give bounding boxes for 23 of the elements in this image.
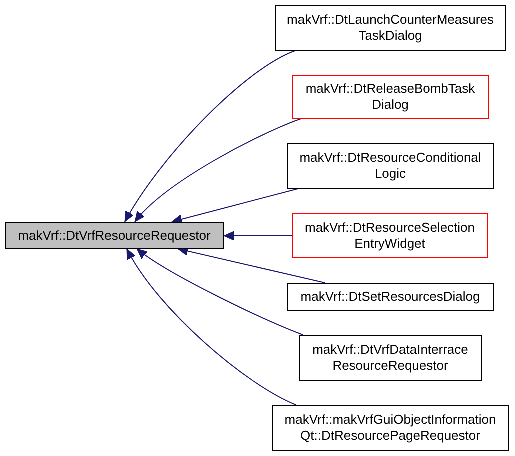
inheritance-arrow (178, 246, 326, 284)
class-name: makVrf::DtResourceConditional Logic (300, 150, 482, 181)
inheritance-arrow (126, 248, 296, 406)
class-box (287, 143, 494, 189)
class-name: makVrf::DtVrfResourceRequestor (18, 228, 211, 242)
inheritance-arrow (224, 231, 292, 241)
class-name: makVrf::DtVrfDataInterrace ResourceRequestor (312, 342, 468, 373)
class-name: makVrf::DtResourceSelection EntryWidget (304, 220, 476, 250)
class-box (5, 222, 224, 249)
class-box (287, 283, 494, 311)
inheritance-arrow (134, 118, 302, 222)
class-name: makVrf::makVrfGuiObjectInformation Qt::DtResourcePageRequestor (284, 412, 496, 443)
class-box (272, 405, 509, 451)
class-box (292, 213, 488, 258)
inheritance-arrow (136, 248, 304, 336)
class-name: makVrf::DtLaunchCounterMeasures TaskDialog (287, 12, 494, 43)
inheritance-arrow (172, 188, 298, 224)
class-box (275, 5, 506, 51)
class-box (299, 335, 482, 381)
class-box (292, 75, 489, 119)
class-name: makVrf::DtReleaseBombTask Dialog (306, 81, 476, 112)
inheritance-arrow (124, 50, 296, 222)
class-name: makVrf::DtSetResourcesDialog (300, 289, 480, 304)
